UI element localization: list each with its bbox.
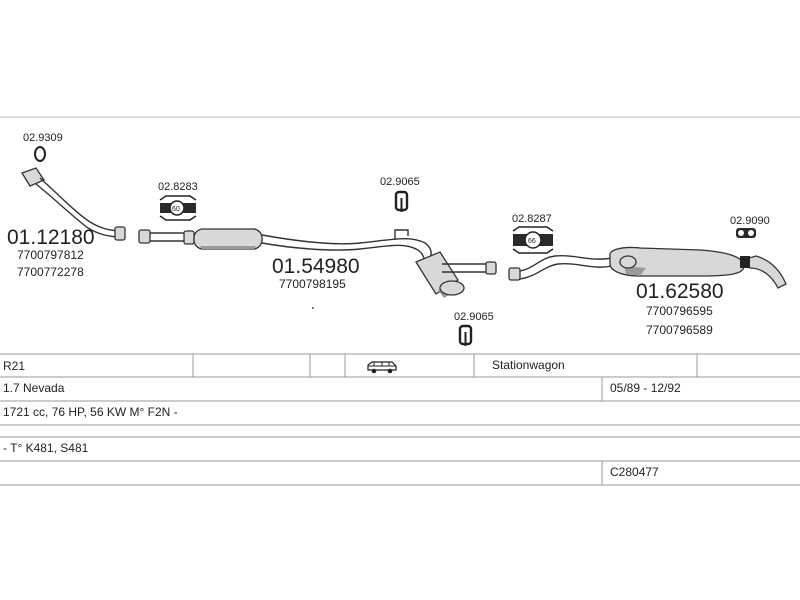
label-front-pipe-oem-2: 7700772278 (17, 265, 84, 279)
label-front-pipe-oem-1: 7700797812 (17, 248, 84, 262)
cell-years: 05/89 - 12/92 (610, 381, 681, 395)
label-front-pipe: 01.12180 (7, 226, 95, 249)
cell-catalog-code: C280477 (610, 465, 659, 479)
label-mount-left: 02.8283 (158, 181, 198, 193)
rear-mount-icon (736, 228, 756, 238)
label-hanger-lower: 02.9065 (454, 311, 494, 323)
hanger-lower-icon (458, 324, 473, 346)
hanger-upper-icon (394, 190, 409, 212)
label-rear-muffler: 01.62580 (636, 280, 724, 303)
station-wagon-car-icon (367, 361, 397, 374)
label-rear-muffler-oem-2: 7700796589 (646, 323, 713, 337)
rubber-mount-right-icon (512, 226, 554, 254)
label-mount-left-inner: 60 (172, 206, 180, 213)
front-pipe-part (21, 167, 126, 241)
cell-model: R21 (3, 359, 26, 373)
cell-engine: 1721 cc, 76 HP, 56 KW M° F2N - (3, 405, 178, 419)
center-muffler-part (138, 228, 497, 298)
label-center-muffler: 01.54980 (272, 255, 360, 278)
label-mount-right-inner: 66 (528, 238, 536, 245)
dot-marker (312, 307, 314, 309)
label-hanger-upper: 02.9065 (380, 176, 420, 188)
cell-variant: 1.7 Nevada (3, 381, 65, 395)
label-clamp-top: 02.9309 (23, 132, 63, 144)
cell-transmission: - T° K481, S481 (3, 441, 89, 455)
rear-muffler-part (508, 246, 787, 289)
label-rear-muffler-oem-1: 7700796595 (646, 304, 713, 318)
label-rear-mount: 02.9090 (730, 215, 770, 227)
label-center-muffler-oem: 7700798195 (279, 277, 346, 291)
cell-body-type: Stationwagon (492, 358, 565, 372)
clamp-ring-icon (34, 146, 46, 162)
table-grid (0, 353, 800, 486)
rubber-mount-icon (159, 195, 197, 221)
label-mount-right: 02.8287 (512, 213, 552, 225)
